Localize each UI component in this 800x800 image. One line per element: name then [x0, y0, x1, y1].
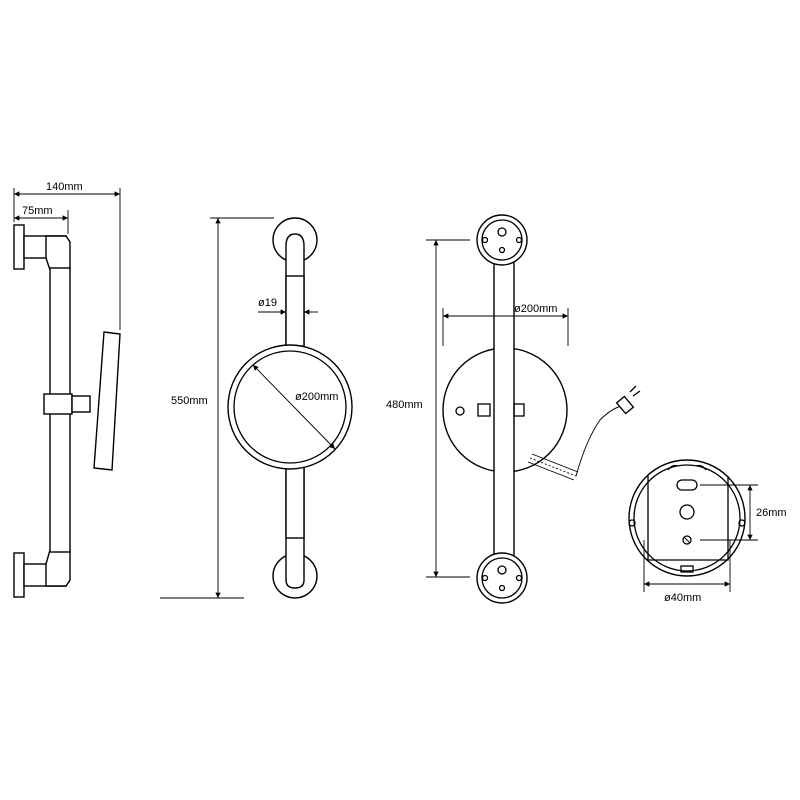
dim-bracket-diameter: ø40mm	[664, 592, 701, 604]
power-cable	[575, 405, 623, 477]
front-mirror-outer	[227, 344, 353, 470]
bracket-center-hole	[679, 504, 695, 520]
bracket-outer	[628, 459, 746, 577]
side-clamp	[43, 393, 73, 415]
back-logo-mark	[477, 403, 491, 417]
back-top-bracket	[476, 214, 528, 266]
front-mirror-inner	[233, 350, 347, 464]
coil-cable	[529, 457, 577, 477]
side-top-elbow	[45, 235, 71, 271]
back-bottom-bracket	[476, 552, 528, 604]
front-rail-lower-tube	[285, 465, 305, 539]
side-mirror-profile	[93, 331, 121, 471]
back-view: ø200mm 480mm	[386, 214, 641, 604]
dim-overall-height: 550mm	[171, 395, 208, 407]
bracket-plate	[647, 476, 729, 561]
side-top-wall-plate	[13, 224, 25, 270]
dim-rail-diameter: ø19	[258, 297, 277, 309]
bracket-detail: 26mm ø40mm	[628, 459, 787, 604]
dim-bracket-height: 26mm	[756, 507, 787, 519]
dim-back-mirror-diameter: ø200mm	[514, 303, 557, 315]
front-view: ø200mm ø19 550mm	[160, 217, 353, 599]
front-rail-upper-tube	[285, 275, 305, 347]
dim-front-mirror-diameter: ø200mm	[295, 391, 338, 403]
side-bottom-elbow	[45, 549, 71, 587]
bracket-slot	[676, 479, 698, 491]
back-rail	[493, 261, 515, 563]
side-bottom-wall-plate	[13, 552, 25, 598]
dim-side-total-width: 140mm	[46, 181, 83, 193]
side-view: 140mm 75mm	[13, 181, 121, 598]
power-plug-icon	[615, 385, 641, 415]
dim-mounting-distance: 480mm	[386, 399, 423, 411]
dim-side-offset-width: 75mm	[22, 205, 53, 217]
side-clamp-knob	[71, 395, 91, 413]
